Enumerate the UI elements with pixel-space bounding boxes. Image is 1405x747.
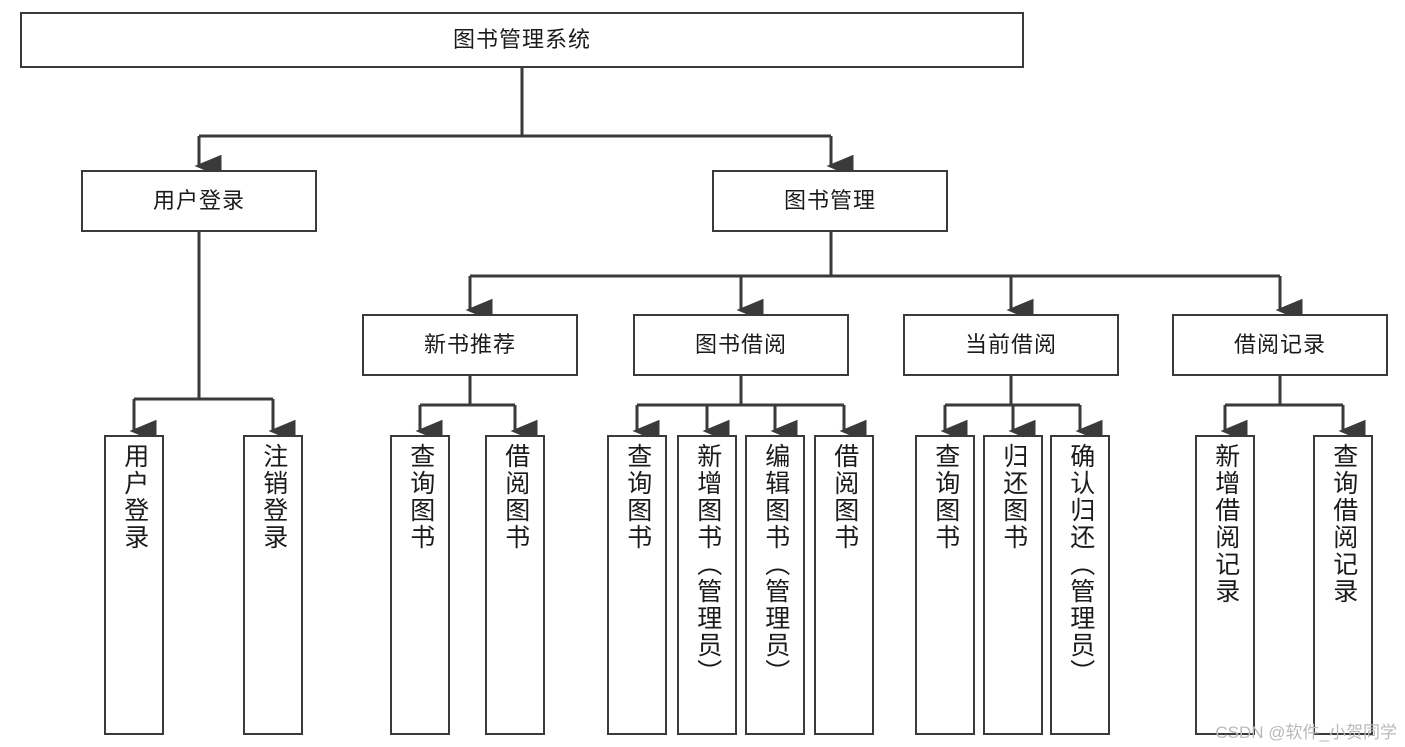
node-label: 借阅图书 — [501, 443, 530, 551]
node-label: 图书管理系统 — [452, 27, 591, 53]
leaf-query-book-borrow[interactable]: 查询图书 — [607, 435, 667, 735]
node-book-manage[interactable]: 图书管理 — [712, 170, 948, 232]
node-label: 编辑图书（管理员） — [761, 443, 790, 686]
leaf-logout[interactable]: 注销登录 — [243, 435, 303, 735]
node-label: 借阅记录 — [1233, 332, 1326, 358]
node-label: 新增借阅记录 — [1211, 443, 1240, 605]
node-label: 注销登录 — [259, 443, 288, 551]
node-label: 图书借阅 — [694, 332, 787, 358]
leaf-add-book[interactable]: 新增图书（管理员） — [677, 435, 737, 735]
node-book-borrow[interactable]: 图书借阅 — [633, 314, 849, 376]
leaf-borrow-book-recommend[interactable]: 借阅图书 — [485, 435, 545, 735]
node-label: 用户登录 — [152, 188, 245, 214]
leaf-confirm-return[interactable]: 确认归还（管理员） — [1050, 435, 1110, 735]
node-label: 当前借阅 — [964, 332, 1057, 358]
node-label: 查询图书 — [623, 443, 652, 551]
leaf-query-book-current[interactable]: 查询图书 — [915, 435, 975, 735]
node-label: 查询图书 — [406, 443, 435, 551]
node-label: 查询借阅记录 — [1329, 443, 1358, 605]
node-root-system[interactable]: 图书管理系统 — [20, 12, 1024, 68]
leaf-edit-book[interactable]: 编辑图书（管理员） — [745, 435, 805, 735]
leaf-query-borrow-record[interactable]: 查询借阅记录 — [1313, 435, 1373, 735]
node-label: 确认归还（管理员） — [1066, 443, 1095, 686]
leaf-return-book[interactable]: 归还图书 — [983, 435, 1043, 735]
node-current-borrow[interactable]: 当前借阅 — [903, 314, 1119, 376]
node-label: 借阅图书 — [830, 443, 859, 551]
leaf-query-book-recommend[interactable]: 查询图书 — [390, 435, 450, 735]
node-new-book-recommend[interactable]: 新书推荐 — [362, 314, 578, 376]
node-label: 用户登录 — [120, 443, 149, 551]
node-label: 新书推荐 — [423, 332, 516, 358]
leaf-add-borrow-record[interactable]: 新增借阅记录 — [1195, 435, 1255, 735]
csdn-watermark: CSDN @软件_小贺同学 — [1215, 723, 1397, 742]
leaf-user-login[interactable]: 用户登录 — [104, 435, 164, 735]
node-label: 归还图书 — [999, 443, 1028, 551]
node-label: 新增图书（管理员） — [693, 443, 722, 686]
node-label: 图书管理 — [783, 188, 876, 214]
leaf-borrow-book[interactable]: 借阅图书 — [814, 435, 874, 735]
node-user-login[interactable]: 用户登录 — [81, 170, 317, 232]
node-borrow-record[interactable]: 借阅记录 — [1172, 314, 1388, 376]
node-label: 查询图书 — [931, 443, 960, 551]
